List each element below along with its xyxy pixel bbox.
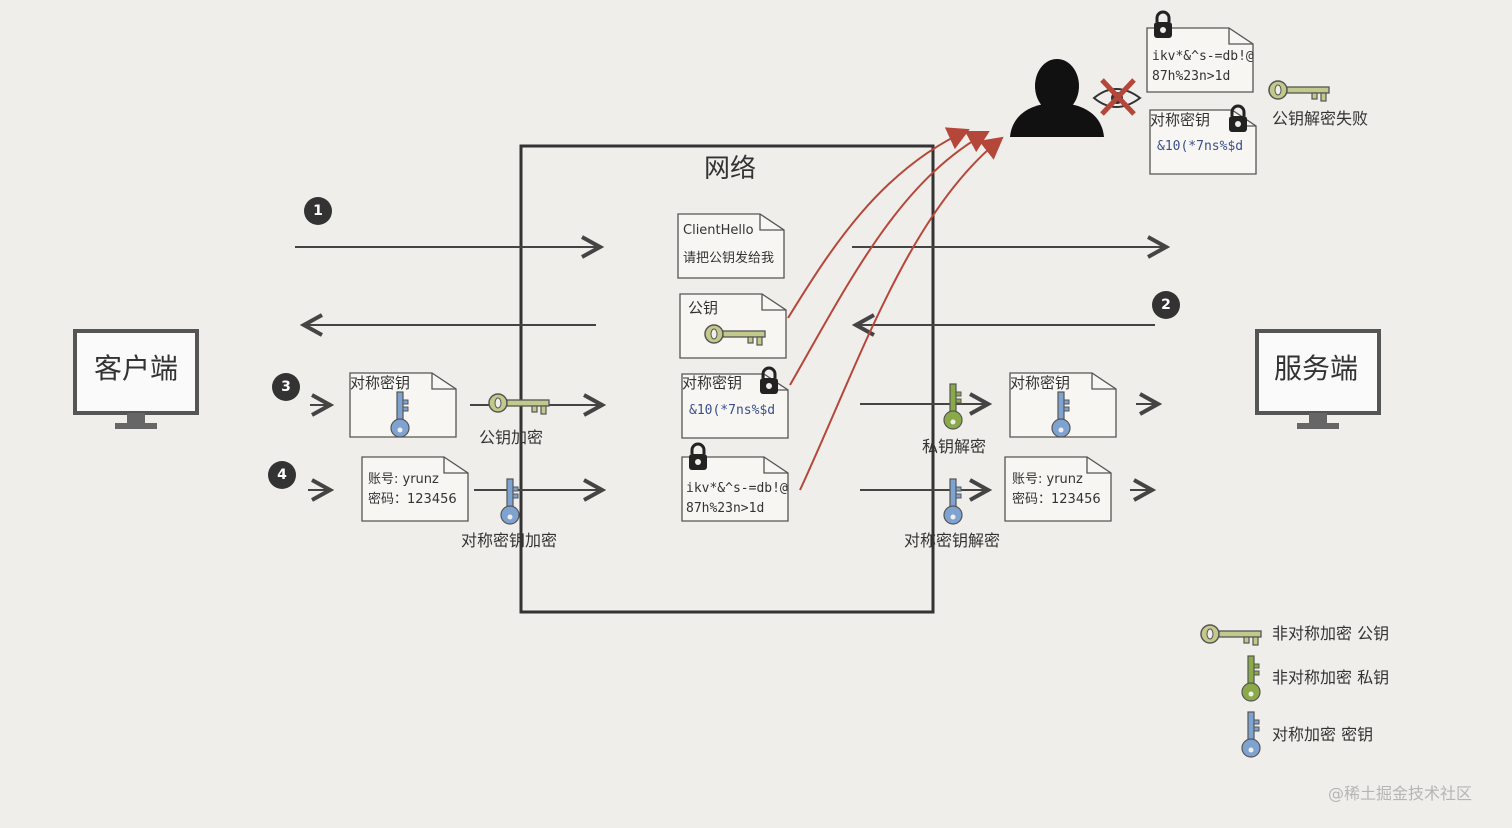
symmetric-key-icon <box>943 478 963 525</box>
attacker-icon <box>1010 59 1104 137</box>
client-symkey-label: 对称密钥 <box>350 374 411 392</box>
network-cipher-key: &10(*7ns%$d <box>689 403 776 418</box>
client-account-line2: 密码：123456 <box>368 492 457 507</box>
network-cipher-line1: ikv*&^s-=db!@ <box>686 481 788 496</box>
network-box <box>519 144 935 614</box>
action-public-key-decrypt-fail: 公钥解密失败 <box>1272 109 1369 128</box>
lock-icon <box>1152 10 1174 40</box>
network-symkey-label: 对称密钥 <box>682 374 743 392</box>
public-key-icon <box>1268 80 1330 102</box>
action-symmetric-encrypt: 对称密钥加密 <box>461 531 558 550</box>
client-account-line1: 账号: yrunz <box>368 472 439 487</box>
symmetric-key-icon <box>500 478 520 525</box>
legend-sym-key: 对称加密 密钥 <box>1272 725 1374 744</box>
public-key-icon <box>488 393 550 415</box>
network-cipher-line2: 87h%23n>1d <box>686 501 765 516</box>
legend-asym-private: 非对称加密 私钥 <box>1272 668 1390 687</box>
server-account-line2: 密码：123456 <box>1012 492 1101 507</box>
action-public-key-encrypt: 公钥加密 <box>479 428 544 447</box>
step-number: 1 <box>313 203 323 219</box>
attack-arrow <box>789 131 990 386</box>
doc-server-account <box>1004 456 1112 522</box>
attacker-cipher-key: &10(*7ns%$d <box>1157 139 1244 154</box>
network-title: 网络 <box>704 154 757 184</box>
attacker-symkey-label: 对称密钥 <box>1150 111 1211 129</box>
server-symkey-label: 对称密钥 <box>1010 374 1071 392</box>
step-number: 2 <box>1161 297 1171 313</box>
symmetric-key-icon <box>1241 711 1261 758</box>
public-key-icon <box>1200 624 1262 646</box>
legend-asym-public: 非对称加密 公钥 <box>1272 624 1390 643</box>
private-key-icon <box>1241 655 1261 702</box>
watermark: @稀土掘金技术社区 <box>1328 784 1473 803</box>
step-badge-2 <box>1152 291 1180 319</box>
lock-icon <box>1227 104 1249 134</box>
blocked-eye-icon <box>1092 78 1142 116</box>
step-number: 3 <box>281 379 291 395</box>
server-label: 服务端 <box>1274 352 1359 385</box>
attack-arrow <box>799 136 1004 491</box>
client-hello-line2: 请把公钥发给我 <box>683 251 775 266</box>
attack-arrow <box>787 127 970 319</box>
step-badge-4 <box>268 461 296 489</box>
server-account-line1: 账号: yrunz <box>1012 472 1083 487</box>
step-number: 4 <box>277 467 287 483</box>
public-key-doc-label: 公钥 <box>688 299 719 317</box>
action-private-key-decrypt: 私钥解密 <box>922 437 987 456</box>
private-key-icon <box>943 383 963 430</box>
client-label: 客户端 <box>94 352 179 385</box>
action-symmetric-decrypt: 对称密钥解密 <box>904 531 1001 550</box>
lock-icon <box>687 442 709 472</box>
step-badge-1 <box>304 197 332 225</box>
lock-icon <box>758 366 780 396</box>
attacker-cipher-line1: ikv*&^s-=db!@ <box>1152 49 1254 64</box>
client-hello-line1: ClientHello <box>683 223 754 238</box>
attacker-cipher-line2: 87h%23n>1d <box>1152 69 1231 84</box>
step-badge-3 <box>272 373 300 401</box>
doc-client-account <box>361 456 469 522</box>
